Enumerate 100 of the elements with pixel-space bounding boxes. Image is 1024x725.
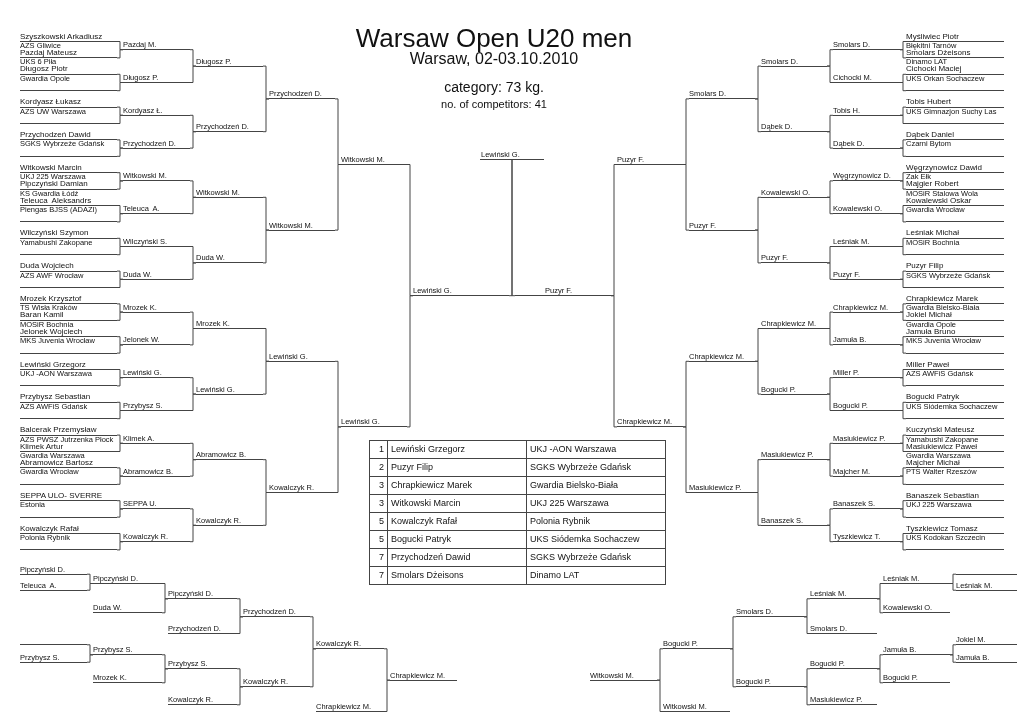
competitor-name: Mrozek Krzysztof xyxy=(20,295,82,304)
bracket-line xyxy=(406,295,414,428)
bracket-line xyxy=(899,500,907,510)
bracket-line xyxy=(754,360,762,395)
bracket-line xyxy=(262,328,270,362)
competitor-name: Duda Wojciech xyxy=(20,262,74,271)
competitor-name: Kuczyński Mateusz xyxy=(906,426,975,435)
club-cell: Dinamo LAT xyxy=(526,566,666,585)
rank-cell: 7 xyxy=(369,548,388,567)
entry-slot xyxy=(906,393,1004,410)
bracket-line xyxy=(116,172,124,182)
bracket-line xyxy=(116,442,124,452)
competitor-name: Abramowicz Bartosz xyxy=(20,459,93,468)
entry-slot xyxy=(906,459,1004,476)
bracket-line xyxy=(826,377,834,395)
bracket-line xyxy=(754,459,762,493)
club-cell: SGKS Wybrzeże Gdańsk xyxy=(526,548,666,567)
competitor-name: Pipczyński Damian xyxy=(20,180,88,189)
bracket-line xyxy=(383,648,391,681)
bracket-line xyxy=(899,205,907,215)
entry-slot xyxy=(20,163,117,181)
bracket-line xyxy=(116,500,124,510)
name-cell: Przychodzeń Dawid xyxy=(387,548,527,567)
bracket-line xyxy=(116,106,124,116)
competitor-name: Szyszkowski Arkadiusz xyxy=(20,32,103,41)
bracket-line xyxy=(803,668,811,688)
entry-slot xyxy=(906,295,1004,312)
entry-slot xyxy=(906,442,1004,459)
bracket-line xyxy=(116,114,124,124)
competitor-name: Balcerak Przemysław xyxy=(20,426,97,435)
bracket-line xyxy=(161,598,169,614)
bracket-line xyxy=(949,654,957,663)
entry-slot xyxy=(20,49,117,66)
name-cell: Witkowski Marcin xyxy=(387,494,527,513)
bracket-line xyxy=(116,434,124,444)
entry-slot xyxy=(906,163,1004,181)
bracket-line xyxy=(899,139,907,149)
bracket-line xyxy=(262,98,270,133)
bracket-line xyxy=(406,164,414,297)
entry-slot xyxy=(906,491,1004,509)
bracket-line xyxy=(899,73,907,83)
bracket-line xyxy=(116,41,124,51)
bracket-line xyxy=(189,393,197,411)
bracket-line xyxy=(116,213,124,223)
competitor-name: Masiukiewicz Paweł xyxy=(906,442,978,451)
name-cell: Kowalczyk Rafał xyxy=(387,512,527,531)
entry-slot xyxy=(20,295,117,312)
bracket-line xyxy=(826,114,834,133)
bracket-line xyxy=(899,336,907,346)
bracket-line xyxy=(262,65,270,100)
bracket-line xyxy=(161,668,169,684)
competitor-name: Teleuca Aleksandrs xyxy=(20,196,92,205)
rank-cell: 2 xyxy=(369,458,388,477)
name-cell: Lewiński Grzegorz xyxy=(387,440,527,459)
entry-slot xyxy=(906,360,1004,377)
entry-slot xyxy=(20,311,117,328)
bracket-line xyxy=(116,369,124,379)
bracket-line xyxy=(116,49,124,59)
competitor-name: Chrapkiewicz Marek xyxy=(906,295,979,304)
competitor-name: Baran Kamil xyxy=(20,311,64,320)
bracket-line xyxy=(383,679,391,712)
bracket-line xyxy=(899,114,907,124)
competitor-name: Tyszkiewicz Tomasz xyxy=(906,524,978,533)
bracket-line xyxy=(116,467,124,477)
bracket-line xyxy=(334,164,342,231)
competitor-name: Miller Paweł xyxy=(906,360,950,369)
bracket-line xyxy=(189,196,197,215)
subtitle: Warsaw, 02-03.10.2010 xyxy=(409,51,579,67)
rank-cell: 3 xyxy=(369,494,388,513)
competitor-name: Bogucki Patryk xyxy=(906,393,960,402)
club-cell: Gwardia Bielsko-Biała xyxy=(526,476,666,495)
competitor-name: Smolars Dżeisons xyxy=(906,49,971,58)
bracket-line xyxy=(189,114,197,133)
entry-slot xyxy=(906,49,1004,66)
club-cell: Polonia Rybnik xyxy=(526,512,666,531)
bracket-line xyxy=(899,442,907,452)
bracket-line xyxy=(262,492,270,526)
bracket-line xyxy=(899,172,907,182)
competitor-name: Jelonek Wojciech xyxy=(20,327,83,337)
entry-slot xyxy=(20,131,117,148)
bracket-line xyxy=(116,147,124,157)
club-cell: UKJ 225 Warszawa xyxy=(526,494,666,513)
bracket-line xyxy=(116,73,124,83)
bracket-line xyxy=(86,583,94,591)
entry-slot xyxy=(906,131,1004,148)
bracket-line xyxy=(949,573,957,584)
competitor-name: Długosz Piotr xyxy=(20,65,68,74)
bracket-line xyxy=(116,278,124,288)
bracket-line xyxy=(754,98,762,133)
bracket-line xyxy=(899,401,907,411)
competitor-count-text: no. of competitors: 41 xyxy=(441,99,547,110)
bracket-line xyxy=(826,196,834,215)
entry-slot xyxy=(906,65,1004,82)
bracket-line xyxy=(803,686,811,706)
bracket-line xyxy=(899,410,907,420)
entry-slot xyxy=(20,524,117,541)
entry-slot xyxy=(906,426,1004,443)
bracket-line xyxy=(189,49,197,67)
competitor-name: SEPPA ULO- SVERRE xyxy=(20,491,103,501)
bracket-line xyxy=(899,82,907,92)
